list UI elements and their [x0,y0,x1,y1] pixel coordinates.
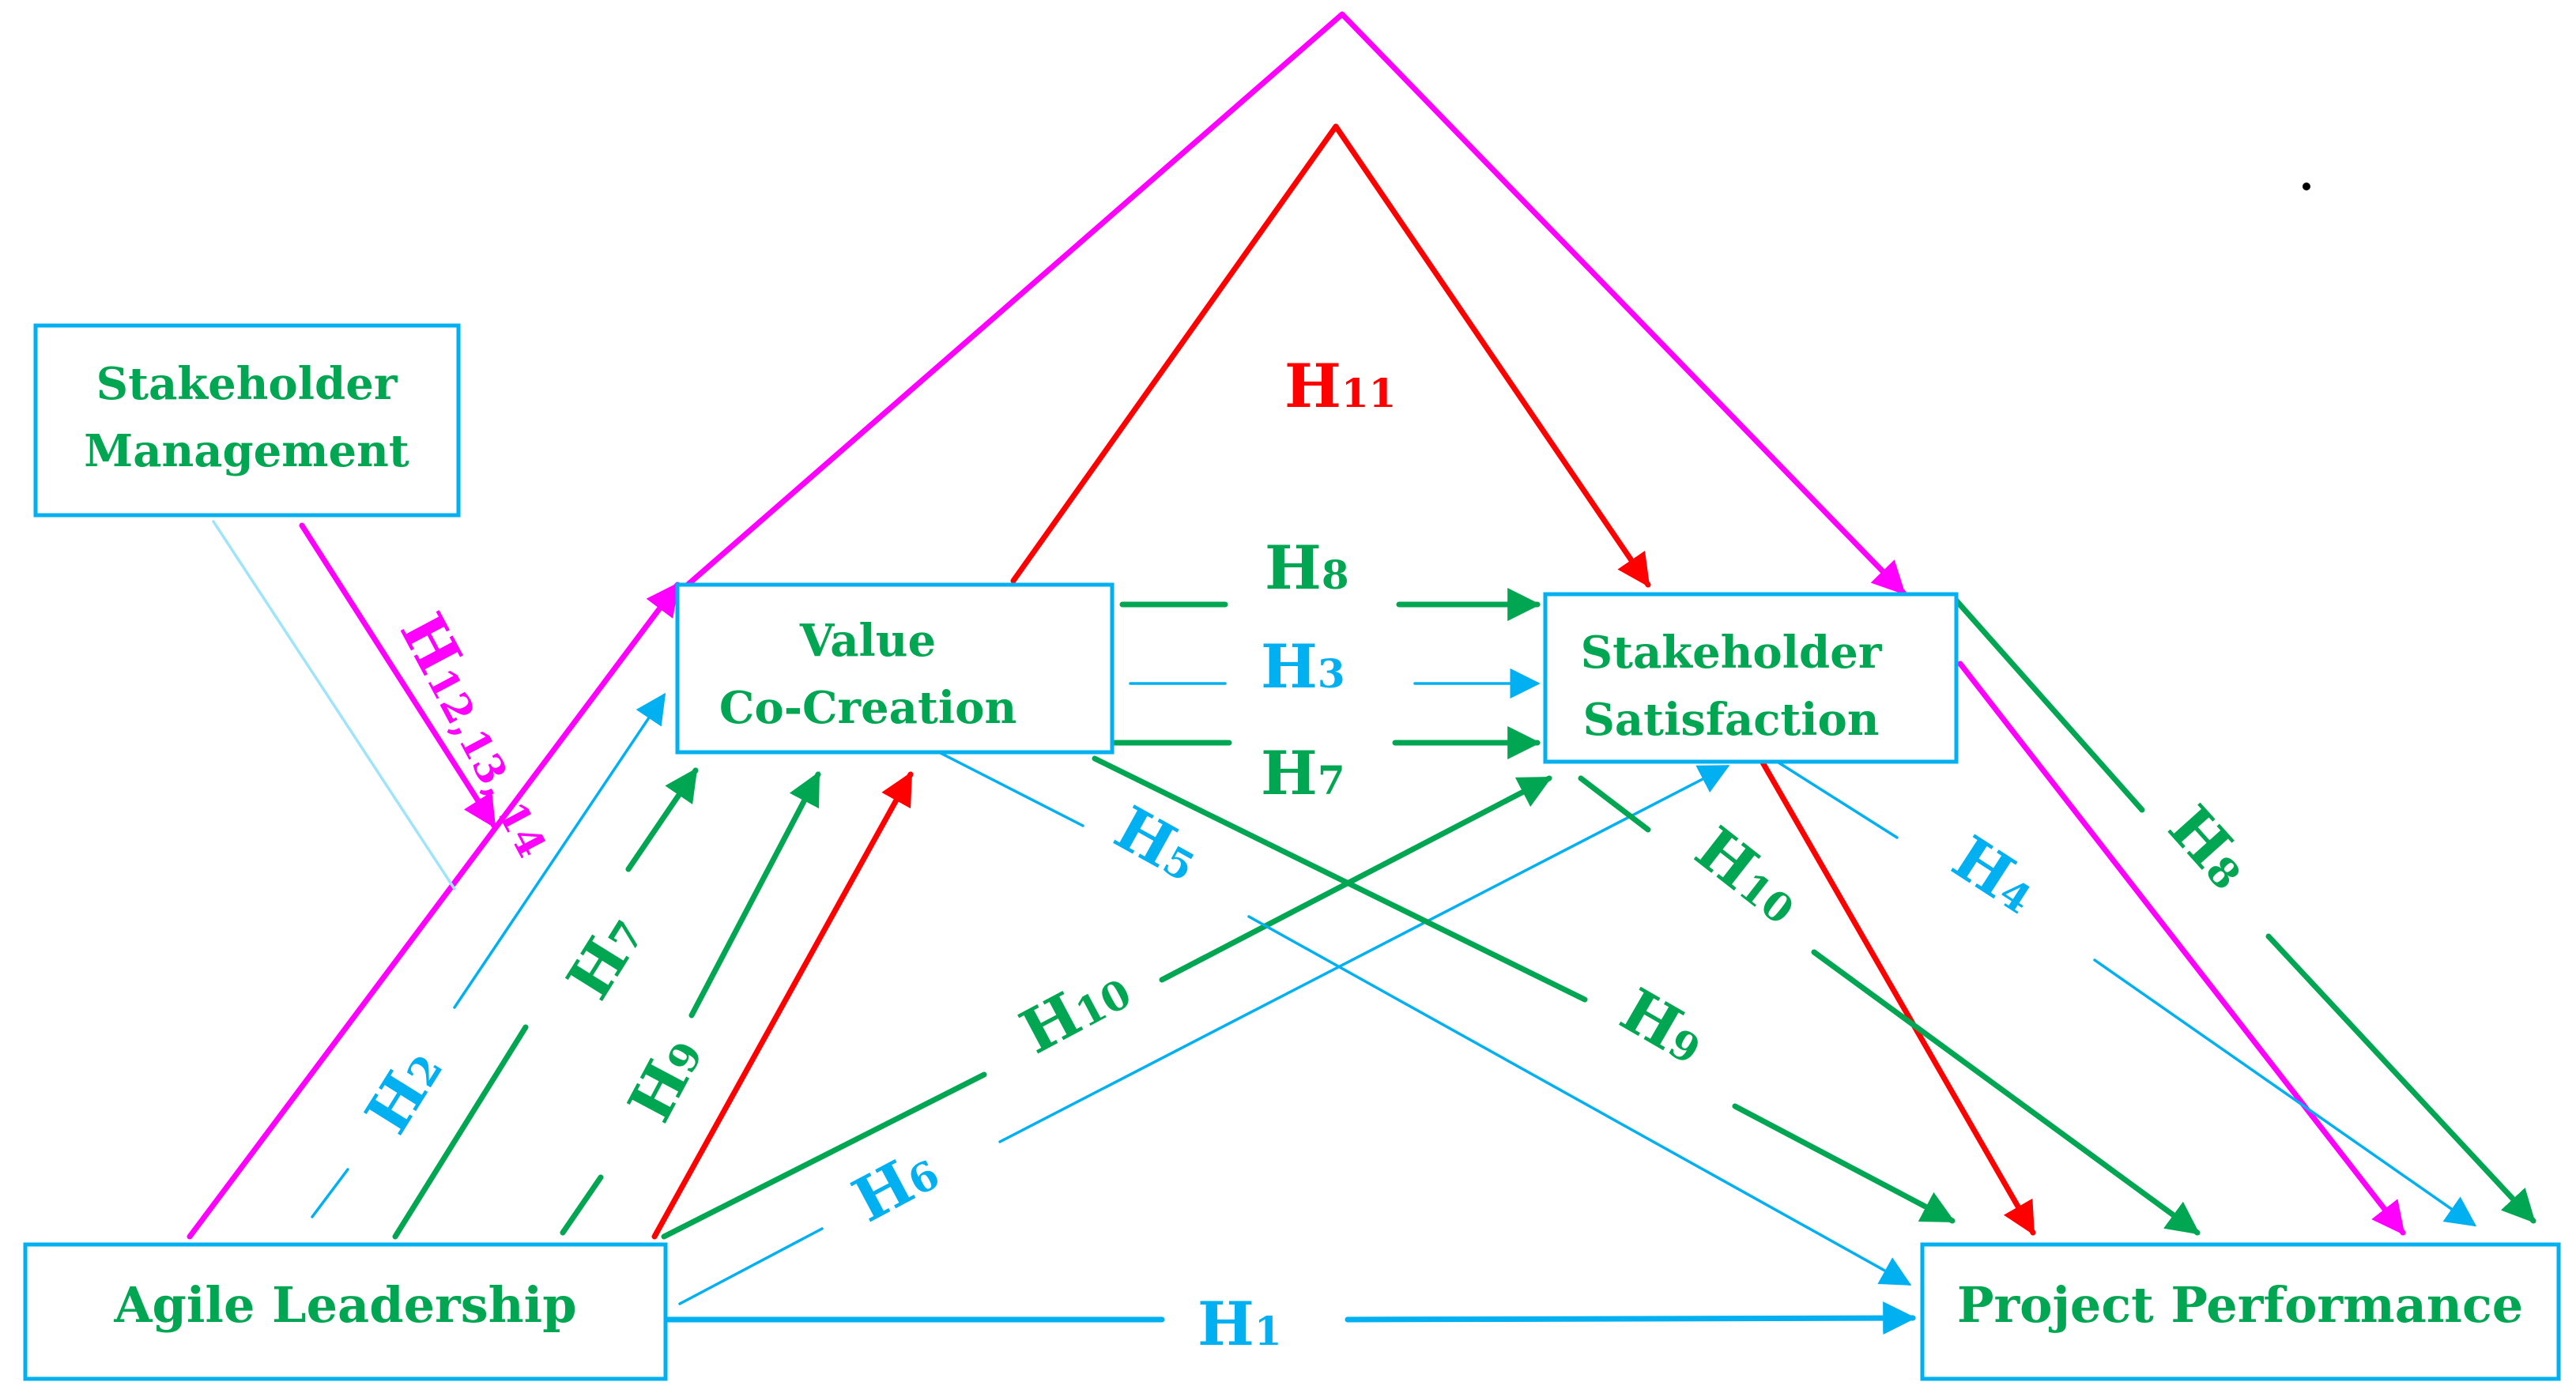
node-value-cocreation-line2: Co-Creation [719,682,1016,734]
node-stakeholder-satisfaction-line2: Satisfaction [1582,694,1879,746]
path-h7-al-vcc [392,770,696,1240]
label-h9-mid: H9 [1609,975,1718,1078]
node-project-performance: Project Performance [1920,1242,2561,1381]
path-h2-al-vcc [311,695,664,1218]
path-h11-red [1010,123,1651,588]
node-value-cocreation: Value Co-Creation [675,582,1115,755]
label-h7-left: H7 [553,902,658,1011]
node-stakeholder-management-line1: Stakeholder [96,358,398,410]
path-h12-outer-magenta [187,582,681,1240]
path-magenta-ss-to-pp [1957,661,2406,1236]
label-h10-left: H10 [1009,953,1141,1068]
path-h9-al-vcc [560,774,818,1236]
label-h3: H3 [1261,631,1345,702]
path-h10-al-ss [661,778,1549,1240]
label-h7-top: H7 [1261,738,1345,808]
stray-dot [2303,183,2310,190]
node-stakeholder-management-line2: Management [84,425,409,477]
node-agile-leadership-label: Agile Leadership [113,1276,576,1334]
path-h8-ss-pp [1953,597,2533,1221]
node-project-performance-label: Project Performance [1957,1276,2523,1334]
label-h10-mid: H10 [1683,813,1814,937]
path-h6-al-ss [678,766,1727,1305]
path-h4-ss-pp [1777,761,2474,1225]
path-h9-vcc-pp [1092,755,1952,1221]
node-stakeholder-management: Stakeholder Management [33,323,461,518]
path-red-al-vcc [651,771,914,1240]
label-h8-right: H8 [2155,792,2264,902]
path-h12-moderator [299,522,497,829]
label-h1: H1 [1197,1289,1282,1359]
label-h2: H2 [352,1037,456,1146]
node-stakeholder-satisfaction: Stakeholder Satisfaction [1543,592,1959,764]
path-h5-vcc-pp [931,747,1909,1284]
path-outer-magenta-apex [685,11,1907,596]
path-red-ss-pp [1759,759,2036,1236]
label-h11: H11 [1284,351,1396,421]
label-h8-top: H8 [1265,533,1349,603]
path-sm-faint [212,520,456,891]
node-stakeholder-satisfaction-line1: Stakeholder [1581,627,1883,679]
label-h4: H4 [1940,822,2050,927]
label-h6: H6 [842,1134,949,1236]
node-value-cocreation-line1: Value [799,615,936,667]
node-agile-leadership: Agile Leadership [23,1242,668,1381]
label-h9-left: H9 [614,1026,716,1133]
path-h1-al-pp [665,1318,1913,1320]
path-h10-ss-pp [1578,775,2197,1233]
